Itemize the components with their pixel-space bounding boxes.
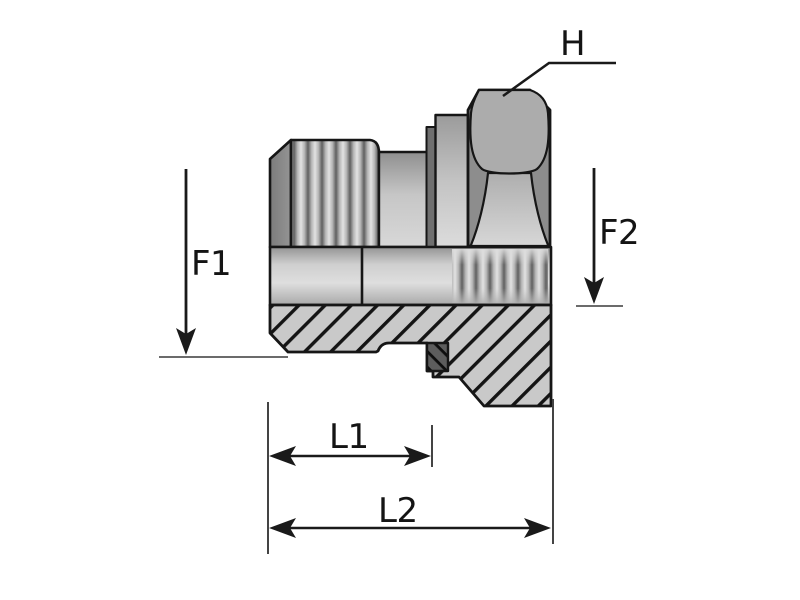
l2-arrowhead-right <box>524 518 551 538</box>
l1-arrowhead-left <box>269 446 296 466</box>
dim-f1 <box>159 169 288 358</box>
dim-l2 <box>269 399 554 544</box>
label-length-l2: L2 <box>378 491 418 531</box>
cross-section <box>268 245 553 408</box>
fitting-body <box>268 88 552 249</box>
label-hex-across-flats: H <box>560 24 586 64</box>
h-leader-line <box>502 61 616 98</box>
dim-f2 <box>576 168 623 307</box>
dim-l1 <box>267 402 433 554</box>
hex-nut <box>466 88 552 248</box>
dimensions <box>159 61 623 554</box>
hex-upper-face <box>469 88 550 175</box>
f1-arrowhead <box>176 328 196 355</box>
internal-thread-fade <box>452 249 548 303</box>
dim-h-leader <box>502 61 616 98</box>
male-thread <box>289 138 381 249</box>
hatched-body <box>268 303 553 408</box>
label-length-l1: L1 <box>329 417 369 457</box>
label-thread-size-f2: F2 <box>599 213 640 253</box>
neck <box>377 150 429 249</box>
l2-arrowhead-left <box>269 518 296 538</box>
thread-chamfer-face <box>268 138 293 249</box>
seal-ring <box>425 341 450 373</box>
collar <box>434 113 470 249</box>
f2-arrowhead <box>584 277 604 304</box>
washer <box>425 126 437 248</box>
l1-arrowhead-right <box>404 446 431 466</box>
label-thread-size-f1: F1 <box>191 244 232 284</box>
